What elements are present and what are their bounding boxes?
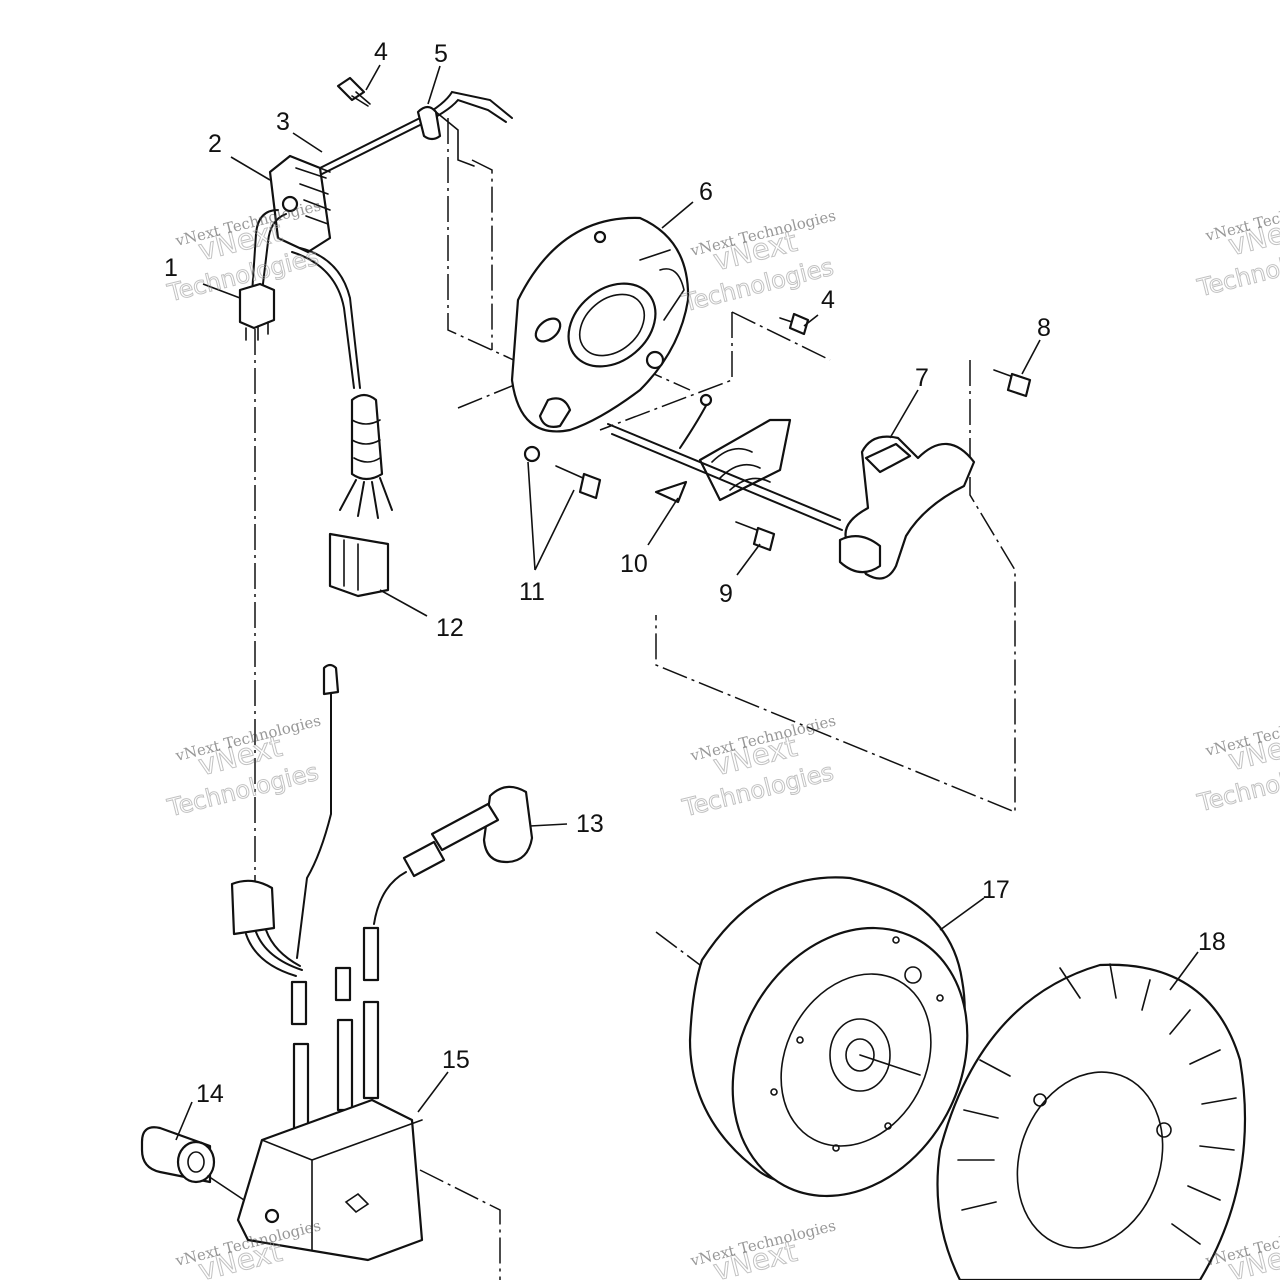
- callout-18: 18: [1198, 928, 1226, 956]
- callout-13: 13: [576, 810, 604, 838]
- callout-6: 6: [699, 178, 713, 206]
- screw-4-top: [336, 76, 371, 107]
- callout-3: 3: [276, 108, 290, 136]
- callout-10: 10: [620, 550, 648, 578]
- flywheel-17: [688, 876, 969, 1198]
- watermark-c: vNext Technologies vNext Technologies: [1194, 191, 1280, 302]
- harness-12: [328, 393, 393, 598]
- callout-5: 5: [434, 40, 448, 68]
- callout-leaders: [175, 64, 1199, 1141]
- callout-8: 8: [1037, 314, 1051, 342]
- callout-14: 14: [196, 1080, 224, 1108]
- watermark-h: vNext vNext Technologies: [688, 1216, 838, 1280]
- callout-labels: 1 2 3 4 5 6 4 8 7 11 10 9 12 13 14 15 17…: [164, 38, 1226, 1108]
- spark-plug-cap-13: [373, 785, 534, 925]
- watermark-e: vNext Technologies vNext Technologies: [679, 711, 838, 822]
- callout-12: 12: [436, 614, 464, 642]
- callout-4-mid: 4: [821, 286, 835, 314]
- callout-11: 11: [519, 578, 545, 606]
- connector-1: [238, 282, 276, 341]
- coil-assembly: [523, 393, 976, 580]
- screw-4-mid: [779, 312, 810, 336]
- ignition-wiring: [230, 663, 380, 1026]
- callout-9: 9: [719, 580, 733, 608]
- regulator-2-3: [251, 154, 361, 389]
- watermark-d: vNext Technologies vNext Technologies: [164, 711, 323, 822]
- callout-4-top: 4: [374, 38, 388, 66]
- stator-plate-6: [510, 216, 690, 433]
- callout-17: 17: [982, 876, 1010, 904]
- callout-2: 2: [208, 130, 222, 158]
- watermark-f: vNext Technologies vNext Technologies: [1194, 706, 1280, 817]
- alignment-lines: [254, 118, 1016, 1280]
- callout-1: 1: [164, 254, 178, 282]
- callout-7: 7: [915, 364, 929, 392]
- ignition-coil-15: [236, 1000, 424, 1262]
- screw-8: [993, 369, 1032, 398]
- clamp-5: [317, 90, 513, 177]
- cooling-fan-18: [936, 963, 1247, 1280]
- callout-15: 15: [442, 1046, 470, 1074]
- bushing-14: [140, 1126, 245, 1201]
